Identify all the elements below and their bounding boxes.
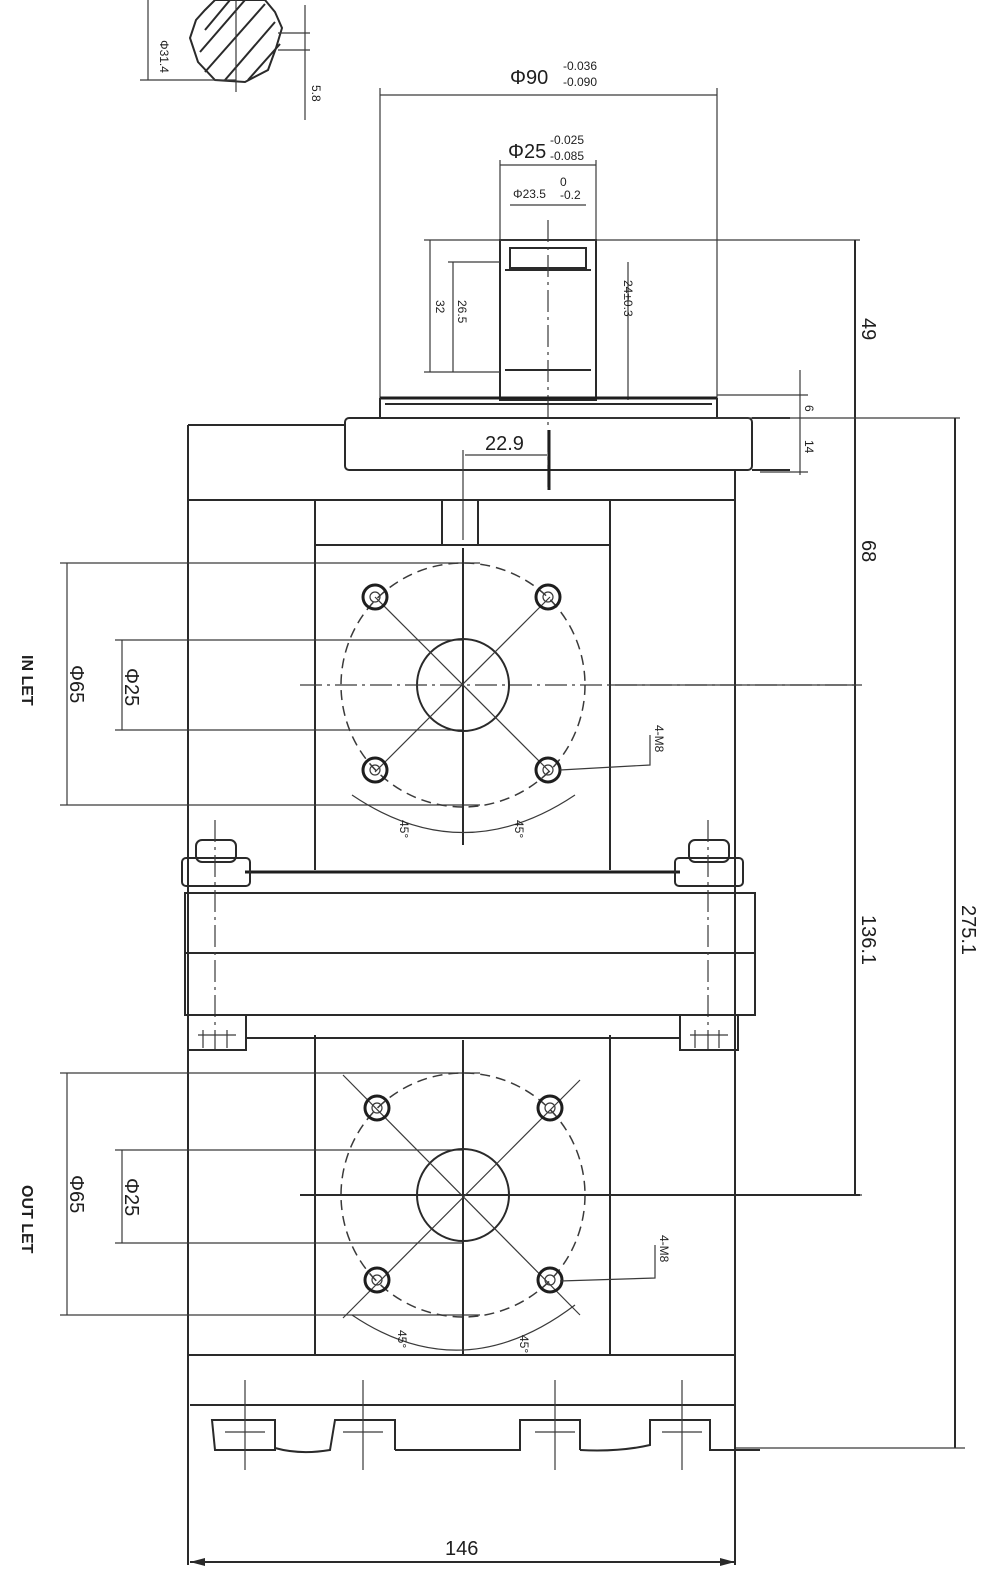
flange-to-port-label: 68 [857,540,879,562]
shaft-tol-upper: -0.025 [550,133,584,147]
bolt-icon [343,1380,383,1470]
inlet-thread-label: 4-M8 [652,725,666,753]
shaft-section-dia-label: Φ31.4 [157,40,171,73]
pilot-tol-lower: -0.090 [563,75,597,89]
bolt-icon [662,1380,702,1470]
inlet-pcd-label: Φ65 [65,665,87,703]
bolt-hole-icon [363,1094,391,1122]
flange-thickness-label: 14 [802,440,816,454]
mounting-flange: 22.9 [344,417,790,540]
outlet-pcd-label: Φ65 [65,1175,87,1213]
outlet-thread-label: 4-M8 [657,1235,671,1263]
shaft-section-view: Φ31.4 5.8 [140,0,323,120]
pilot-tol-upper: -0.036 [563,59,597,73]
outlet-angle-left: 45° [395,1330,409,1348]
bolt-icon [225,1380,265,1470]
shaft-section-width-label: 5.8 [309,85,323,102]
bolt-hole-icon [363,1266,391,1294]
port-spacing-label: 136.1 [857,915,879,965]
shaft-length-inner-label: 26.5 [455,300,469,324]
outlet-angle-right: 45° [517,1335,531,1353]
shaft-length-outer-label: 32 [433,300,447,314]
center-plate [181,820,756,1051]
inlet-bore-label: Φ25 [120,668,142,706]
groove-tol-lower: -0.2 [560,188,581,202]
bolt-hole-icon [361,583,389,611]
groove-diameter-label: Φ23.5 [513,187,546,201]
bolt-hole-icon [361,756,389,784]
flange-step-label: 6 [802,405,816,412]
hex-nut-icon [181,820,251,1050]
bolt-hole-icon [536,1094,564,1122]
inlet-angle-right: 45° [512,820,526,838]
bolt-head-icon [187,1014,247,1051]
inlet-angle-left: 45° [397,820,411,838]
bolt-hole-icon [534,583,562,611]
groove-tol-upper: 0 [560,175,567,189]
shaft-length-label: 49 [857,318,879,340]
width-dimension: 146 [190,1538,735,1566]
overall-length-label: 275.1 [957,905,979,955]
outlet-bore-label: Φ25 [120,1178,142,1216]
overall-width-label: 146 [445,1538,478,1560]
hex-nut-icon [674,820,744,1050]
inlet-port-view: IN LET Φ65 Φ25 4-M8 45° 45° [18,548,860,845]
inlet-port-label: IN LET [18,655,35,706]
bolt-hole-icon [536,1266,564,1294]
outlet-port-label: OUT LET [18,1185,35,1254]
key-length-label: 24±0.3 [621,280,635,317]
shaft-diameter-label: Φ25 [508,141,546,163]
bolt-head-icon [679,1014,739,1051]
outlet-port-view: OUT LET Φ65 Φ25 4-M8 45° 45° [18,1040,860,1355]
bottom-bolt-row [190,1380,760,1470]
pilot-diameter-label: Φ90 [510,67,548,89]
bolt-icon [535,1380,575,1470]
offset-dimension-label: 22.9 [485,433,524,455]
pilot-and-shaft: Φ90 -0.036 -0.090 Φ25 -0.025 -0.085 Φ23.… [379,59,860,490]
shaft-tol-lower: -0.085 [550,149,584,163]
right-dimensions: 6 14 49 68 136.1 275.1 [590,240,979,1449]
motor-body [187,424,736,1565]
